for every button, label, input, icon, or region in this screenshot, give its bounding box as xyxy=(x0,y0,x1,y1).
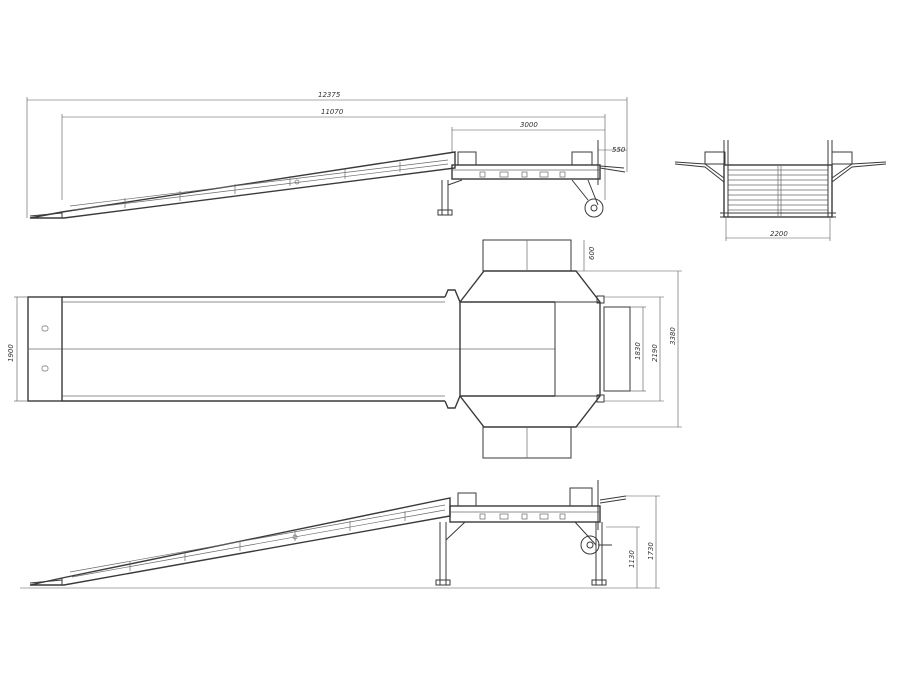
dim-lip-length: 550 xyxy=(612,146,626,154)
side-view-bottom: 1130 1730 xyxy=(20,480,660,589)
dim-total-width: 3380 xyxy=(669,327,677,345)
front-view: 2200 xyxy=(674,140,887,241)
dim-ramp-width: 1900 xyxy=(7,344,15,362)
dim-height-top: 1730 xyxy=(647,542,655,560)
dim-deck-width: 2190 xyxy=(651,344,659,362)
dim-overall-length: 12375 xyxy=(318,91,341,99)
dim-inner-width: 1830 xyxy=(634,342,642,360)
side-view-top: 12375 11070 3000 550 xyxy=(26,91,628,219)
dim-front-width: 2200 xyxy=(770,230,788,238)
plan-view: 600 1830 2190 3380 1900 xyxy=(7,239,682,459)
dim-height-low: 1130 xyxy=(628,550,636,568)
dim-ramp-length: 11070 xyxy=(321,108,344,116)
dim-side-platform: 600 xyxy=(588,246,596,260)
dim-platform-length: 3000 xyxy=(520,121,538,129)
